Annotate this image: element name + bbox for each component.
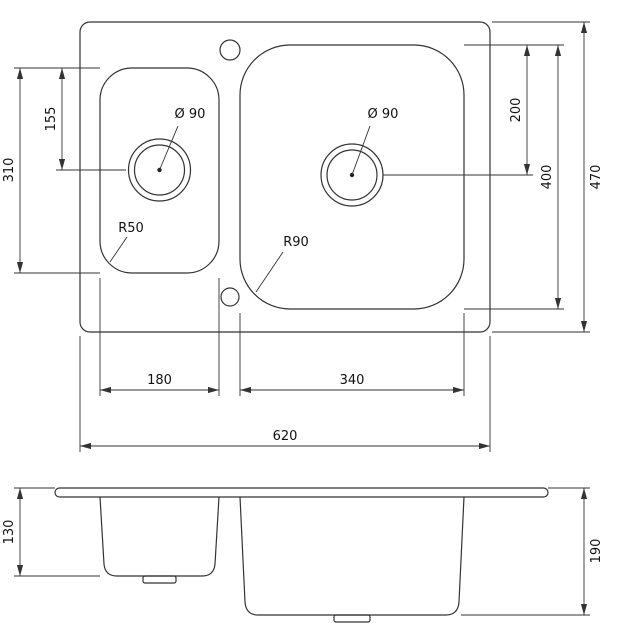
sink-rim-profile <box>54 487 549 498</box>
dim-label-large-bowl-drain-offset: 200 <box>509 98 524 123</box>
dim-label-small-bowl-length: 310 <box>2 158 17 183</box>
right-dimensions: 200 400 470 <box>383 21 604 333</box>
small-drain-diameter-label: Ø 90 <box>175 107 206 122</box>
dim-label-large-bowl-depth: 190 <box>589 539 604 564</box>
large-bowl-radius-label: R90 <box>283 235 309 250</box>
small-bowl-profile <box>99 496 220 577</box>
small-bowl-outline <box>99 67 220 274</box>
small-drain-leader-line <box>159 125 179 171</box>
overflow-hole <box>220 287 240 307</box>
left-dimensions: 155 310 <box>2 67 126 274</box>
faucet-hole <box>219 39 241 61</box>
bottom-dimensions: 180 340 620 <box>79 278 491 452</box>
r50-leader-line <box>109 236 128 263</box>
small-drain-inner-circle <box>133 144 186 196</box>
small-bowl-radius-callout: R50 <box>109 221 144 263</box>
large-bowl-drain: Ø 90 <box>320 107 399 207</box>
small-drain-outer-circle <box>127 138 192 202</box>
dim-label-large-bowl-length: 400 <box>540 165 555 190</box>
large-drain-diameter-label: Ø 90 <box>368 107 399 122</box>
small-bowl-drain-profile <box>142 575 177 584</box>
sink-outer-outline <box>79 21 491 333</box>
large-bowl-outline <box>239 44 465 310</box>
side-view: 130 190 <box>2 487 604 623</box>
depth-dimension-small: 130 <box>2 487 100 577</box>
top-view: Ø 90 Ø 90 R50 R90 155 310 <box>2 21 604 452</box>
dim-label-sink-length: 470 <box>589 165 604 190</box>
large-bowl-drain-profile <box>333 614 371 623</box>
large-drain-leader-line <box>351 125 371 176</box>
r90-leader-line <box>255 251 284 293</box>
dim-label-small-bowl-depth: 130 <box>2 520 17 545</box>
large-bowl-profile <box>239 496 465 616</box>
dim-label-small-bowl-drain-offset: 155 <box>44 107 59 132</box>
dim-label-sink-width: 620 <box>273 429 298 444</box>
large-drain-inner-circle <box>326 149 378 201</box>
large-bowl-radius-callout: R90 <box>255 235 309 293</box>
depth-dimension-large: 190 <box>461 487 604 616</box>
small-bowl-radius-label: R50 <box>118 221 144 236</box>
small-bowl-drain: Ø 90 <box>127 107 206 202</box>
dim-label-small-bowl-width: 180 <box>147 373 172 388</box>
dim-label-large-bowl-width: 340 <box>340 373 365 388</box>
